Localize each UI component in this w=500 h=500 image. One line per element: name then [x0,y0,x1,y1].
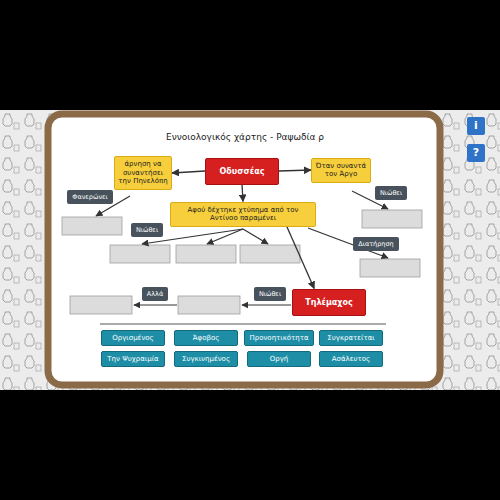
answer-slot [70,296,132,314]
node-text: Νιώθει [136,226,158,234]
connector-arrow [172,171,205,173]
node-text: άρνηση να συναντήσει την Πηνελόπη [118,160,168,186]
relation-tag: Νιώθει [254,287,286,301]
slot-arrow [207,229,243,244]
answer-slot [360,259,420,277]
concept-box: άρνηση να συναντήσει την Πηνελόπη [114,156,172,190]
icon-label: i [467,117,485,135]
node-text: Αλλά [147,290,163,298]
node-text: Προνοητικότητα [249,334,308,342]
map-title: Εννοιολογικός χάρτης - Ραψωδία ρ [166,132,324,142]
main-concept-box: Τηλέμαχος [292,289,366,316]
answer-slot [62,217,122,235]
relation-tag: Νιώθει [131,223,163,237]
node-text: Φανερώνει [72,193,107,201]
node-text: Όταν συναντά τον Άργο [315,162,367,179]
main-concept-box: Οδυσσέας [205,158,279,185]
node-text: Διατήρηση [358,240,393,248]
concept-box: Όταν συναντά τον Άργο [311,158,371,183]
icon-label: ? [467,144,485,162]
answer-tile: Ασάλευτος [319,351,383,367]
connector-arrow [279,170,311,171]
node-text: Άφοβος [179,334,233,342]
slot-arrow [134,304,177,305]
relation-tag: Νιώθει [375,186,407,200]
icon-button: ? [467,144,485,162]
answer-tile: Άφοβος [174,330,238,346]
node-text: Ασάλευτος [324,355,378,363]
answer-slot [176,245,236,263]
node-text: Νιώθει [259,290,281,298]
answer-slot [110,245,170,263]
node-text: Την Ψυχραιμία [106,355,160,363]
relation-tag: Διατήρηση [353,237,398,251]
node-text: Οργισμένος [106,334,160,342]
pattern-band [0,110,500,390]
node-text: Οδυσσέας [212,167,272,176]
answer-tile: Συγκρατείται [319,330,383,346]
node-text: Τηλέμαχος [299,298,359,307]
slot-arrow [243,229,268,244]
frame [48,114,440,385]
answer-tile: Οργή [247,351,311,367]
answer-tile: Οργισμένος [101,330,165,346]
answer-slot [178,296,240,314]
connector-arrow [242,185,243,202]
relation-tag: Αλλά [142,287,168,301]
node-text: Συγκινημένος [179,355,233,363]
node-text: Συγκρατείται [324,334,378,342]
node-text: Νιώθει [380,189,402,197]
answer-slot [240,245,300,263]
answer-tile: Την Ψυχραιμία [101,351,165,367]
separator-line [100,324,386,325]
concept-box: Αφού δέχτηκε χτύπημα από τον Αντίνοο παρ… [170,202,316,227]
answer-slot [362,210,422,228]
connector-arrow [287,227,314,289]
slot-arrow [242,304,291,305]
node-text: Αφού δέχτηκε χτύπημα από τον Αντίνοο παρ… [174,206,312,223]
slot-arrows [96,191,388,305]
icon-button: i [467,117,485,135]
title-text: Εννοιολογικός χάρτης - Ραψωδία ρ [166,132,324,142]
answer-tile: Προνοητικότητα [244,330,313,346]
answer-tile: Συγκινημένος [174,351,238,367]
node-text: Οργή [252,355,306,363]
relation-tag: Φανερώνει [67,190,112,204]
